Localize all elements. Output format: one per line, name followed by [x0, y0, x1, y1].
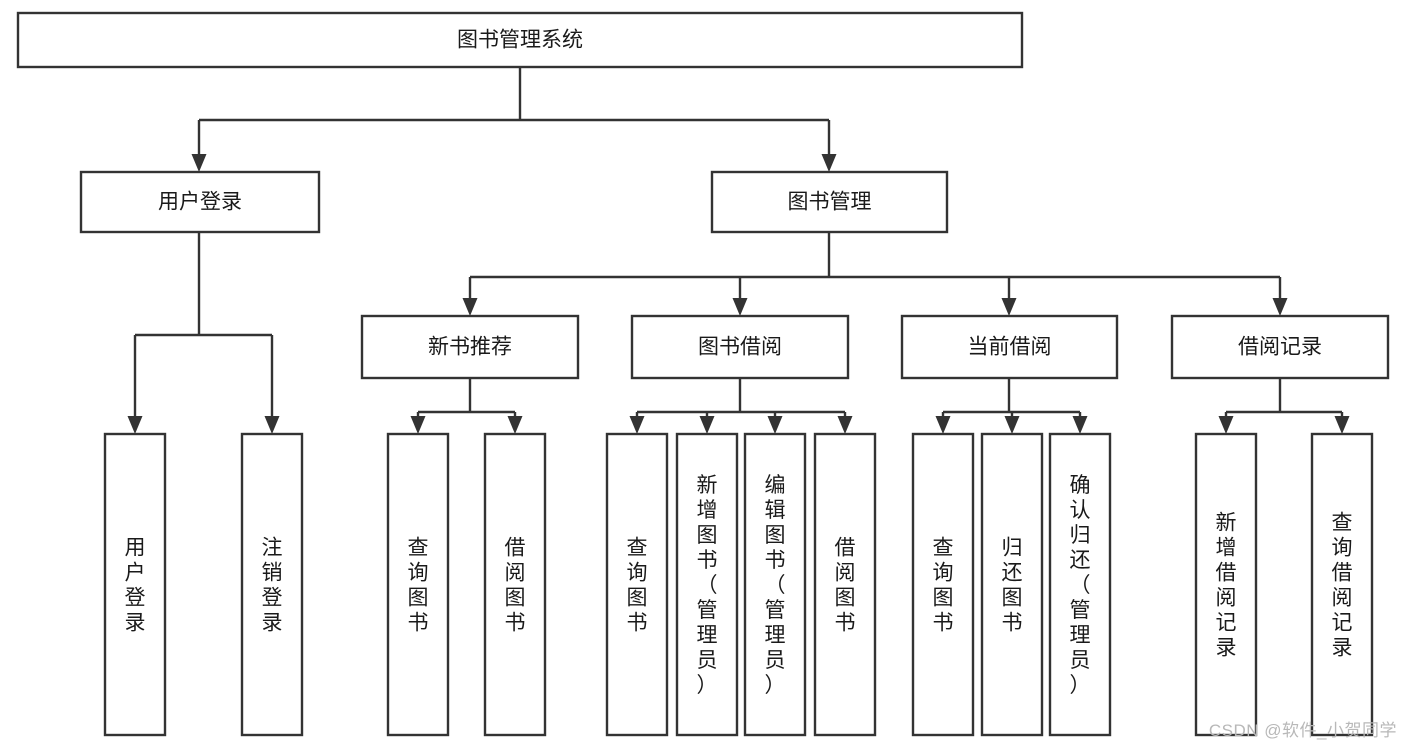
node-level3-图书借阅[interactable]: 图书借阅 — [630, 314, 850, 380]
node-label: 图书管理系统 — [457, 29, 583, 52]
node-leaf-编辑图书（管理员）[interactable]: 编辑图书（管理员） — [743, 432, 807, 737]
connector-borrow-to-leaves — [629, 378, 853, 434]
node-leaf-新增图书（管理员）[interactable]: 新增图书（管理员） — [675, 432, 739, 737]
arrow-head-icon — [629, 416, 645, 434]
node-box[interactable] — [743, 432, 807, 737]
node-leaf-用户登录[interactable]: 用户登录 — [103, 432, 167, 737]
node-box[interactable] — [980, 432, 1044, 737]
arrow-head-icon — [127, 416, 143, 434]
node-layer: 图书管理系统用户登录图书管理新书推荐图书借阅当前借阅借阅记录用户登录注销登录查询… — [16, 11, 1390, 737]
node-label: 确认归还（管理员） — [1070, 474, 1091, 697]
connector-current-to-leaves — [935, 378, 1088, 434]
node-label: 图书借阅 — [698, 336, 782, 359]
connector-record-to-leaves — [1218, 378, 1350, 434]
node-box[interactable] — [1048, 432, 1112, 737]
connector-newbook-to-leaves — [410, 378, 523, 434]
arrow-head-icon — [507, 416, 523, 434]
node-label: 借阅图书 — [835, 537, 856, 635]
node-box[interactable] — [900, 314, 1119, 380]
node-label: 查询借阅记录 — [1332, 512, 1353, 660]
arrow-head-icon — [732, 298, 748, 316]
node-label: 用户登录 — [125, 537, 146, 635]
node-leaf-注销登录[interactable]: 注销登录 — [240, 432, 304, 737]
node-leaf-确认归还（管理员）[interactable]: 确认归还（管理员） — [1048, 432, 1112, 737]
node-label: 新书推荐 — [428, 336, 512, 359]
connector-userlogin-to-leaves — [127, 232, 280, 434]
node-box[interactable] — [240, 432, 304, 737]
arrow-head-icon — [264, 416, 280, 434]
arrow-head-icon — [191, 154, 207, 172]
node-box[interactable] — [1194, 432, 1258, 737]
watermark-text: CSDN @软件_小贺同学 — [1208, 721, 1397, 740]
node-box[interactable] — [103, 432, 167, 737]
node-label: 查询图书 — [627, 537, 648, 635]
node-label: 当前借阅 — [968, 336, 1052, 359]
arrow-head-icon — [1334, 416, 1350, 434]
node-label: 注销登录 — [262, 537, 283, 635]
node-label: 查询图书 — [933, 537, 954, 635]
node-box[interactable] — [483, 432, 547, 737]
node-box[interactable] — [710, 170, 949, 234]
node-leaf-归还图书[interactable]: 归还图书 — [980, 432, 1044, 737]
node-label: 归还图书 — [1002, 537, 1023, 635]
node-leaf-借阅图书[interactable]: 借阅图书 — [483, 432, 547, 737]
arrow-head-icon — [767, 416, 783, 434]
node-label: 图书管理 — [788, 191, 872, 214]
node-box[interactable] — [79, 170, 321, 234]
node-leaf-新增借阅记录[interactable]: 新增借阅记录 — [1194, 432, 1258, 737]
arrow-head-icon — [1272, 298, 1288, 316]
node-level2-图书管理[interactable]: 图书管理 — [710, 170, 949, 234]
arrow-head-icon — [699, 416, 715, 434]
connector-bookmgmt-to-level3 — [462, 232, 1288, 316]
arrow-head-icon — [1218, 416, 1234, 434]
arrow-head-icon — [1001, 298, 1017, 316]
node-label: 新增借阅记录 — [1216, 512, 1237, 660]
node-leaf-查询图书[interactable]: 查询图书 — [386, 432, 450, 737]
node-box[interactable] — [813, 432, 877, 737]
node-level3-当前借阅[interactable]: 当前借阅 — [900, 314, 1119, 380]
arrow-head-icon — [462, 298, 478, 316]
node-level2-用户登录[interactable]: 用户登录 — [79, 170, 321, 234]
node-leaf-查询图书[interactable]: 查询图书 — [605, 432, 669, 737]
node-label: 查询图书 — [408, 537, 429, 635]
node-box[interactable] — [630, 314, 850, 380]
node-level3-借阅记录[interactable]: 借阅记录 — [1170, 314, 1390, 380]
connector-layer — [127, 67, 1350, 434]
node-label: 新增图书（管理员） — [697, 474, 718, 697]
arrow-head-icon — [821, 154, 837, 172]
node-label: 借阅图书 — [505, 537, 526, 635]
node-leaf-借阅图书[interactable]: 借阅图书 — [813, 432, 877, 737]
node-box[interactable] — [605, 432, 669, 737]
arrow-head-icon — [1004, 416, 1020, 434]
node-box[interactable] — [675, 432, 739, 737]
node-box[interactable] — [1170, 314, 1390, 380]
arrow-head-icon — [410, 416, 426, 434]
node-label: 用户登录 — [158, 191, 242, 214]
arrow-head-icon — [1072, 416, 1088, 434]
node-label: 借阅记录 — [1238, 336, 1322, 359]
node-level3-新书推荐[interactable]: 新书推荐 — [360, 314, 580, 380]
node-leaf-查询借阅记录[interactable]: 查询借阅记录 — [1310, 432, 1374, 737]
node-root-图书管理系统[interactable]: 图书管理系统 — [16, 11, 1024, 69]
node-leaf-查询图书[interactable]: 查询图书 — [911, 432, 975, 737]
arrow-head-icon — [837, 416, 853, 434]
node-box[interactable] — [911, 432, 975, 737]
node-box[interactable] — [1310, 432, 1374, 737]
connector-root-to-level2 — [191, 67, 837, 172]
arrow-head-icon — [935, 416, 951, 434]
node-label: 编辑图书（管理员） — [765, 474, 786, 697]
node-box[interactable] — [360, 314, 580, 380]
node-box[interactable] — [16, 11, 1024, 69]
node-box[interactable] — [386, 432, 450, 737]
